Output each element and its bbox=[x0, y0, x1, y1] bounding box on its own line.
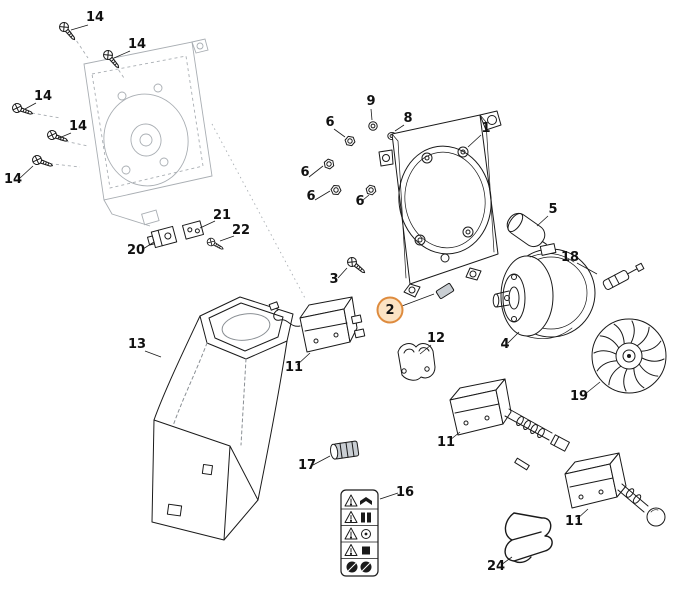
knob-ball bbox=[646, 507, 666, 527]
callout-22[interactable]: 22 bbox=[232, 223, 250, 238]
part-11-switch-assembly-a bbox=[268, 296, 366, 353]
part-11-switch-assembly-c bbox=[564, 452, 666, 527]
callout-4[interactable]: 4 bbox=[500, 337, 509, 352]
highlight-ring bbox=[376, 296, 404, 324]
callout-3[interactable]: 3 bbox=[329, 272, 338, 287]
callout-6-b[interactable]: 6 bbox=[300, 165, 309, 180]
callout-11-a[interactable]: 11 bbox=[285, 360, 303, 375]
small-pin bbox=[514, 457, 530, 471]
ghost-housing-assembly bbox=[25, 30, 307, 301]
callout-21[interactable]: 21 bbox=[213, 208, 231, 223]
callout-2-highlighted[interactable]: 2 bbox=[376, 296, 404, 324]
callout-6-a[interactable]: 6 bbox=[325, 115, 334, 130]
part-16-safety-label bbox=[340, 489, 379, 577]
callout-24[interactable]: 24 bbox=[487, 559, 505, 574]
part-21-switch bbox=[181, 220, 205, 240]
part-18-brush bbox=[602, 262, 645, 290]
callout-11-c[interactable]: 11 bbox=[565, 514, 583, 529]
callout-2[interactable]: 2 bbox=[385, 303, 394, 318]
part-13-chute bbox=[151, 296, 294, 541]
callout-8[interactable]: 8 bbox=[403, 111, 412, 126]
callout-6-c[interactable]: 6 bbox=[306, 189, 315, 204]
leader-lines bbox=[19, 24, 601, 566]
callout-14-d[interactable]: 14 bbox=[69, 119, 87, 134]
part-12-clamp bbox=[397, 343, 436, 381]
callout-16[interactable]: 16 bbox=[396, 485, 414, 500]
read-manual-icon bbox=[360, 497, 372, 505]
part-24-spring-clip bbox=[504, 512, 553, 564]
part-1-motor-plate bbox=[378, 110, 502, 298]
callout-1[interactable]: 1 bbox=[481, 121, 490, 136]
part-5-capacitor bbox=[506, 212, 547, 248]
washer-icon bbox=[368, 121, 378, 131]
callout-17[interactable]: 17 bbox=[298, 458, 316, 473]
callout-5[interactable]: 5 bbox=[548, 202, 557, 217]
callout-11-b[interactable]: 11 bbox=[437, 435, 455, 450]
callout-20[interactable]: 20 bbox=[127, 243, 145, 258]
part-19-fan-wheel bbox=[591, 318, 667, 394]
callout-9[interactable]: 9 bbox=[366, 94, 375, 109]
callout-14-b[interactable]: 14 bbox=[128, 37, 146, 52]
callout-6-d[interactable]: 6 bbox=[355, 194, 364, 209]
callout-19[interactable]: 19 bbox=[570, 389, 588, 404]
part-4-motor bbox=[492, 243, 596, 339]
callout-18[interactable]: 18 bbox=[561, 250, 579, 265]
callout-14-e[interactable]: 14 bbox=[4, 172, 22, 187]
callout-13[interactable]: 13 bbox=[128, 337, 146, 352]
part-2-pin bbox=[435, 283, 455, 299]
callout-14-a[interactable]: 14 bbox=[86, 10, 104, 25]
callout-12[interactable]: 12 bbox=[427, 331, 445, 346]
part-17-bushing bbox=[329, 440, 360, 460]
part-11-switch-assembly-b bbox=[449, 378, 570, 452]
callout-14-c[interactable]: 14 bbox=[34, 89, 52, 104]
